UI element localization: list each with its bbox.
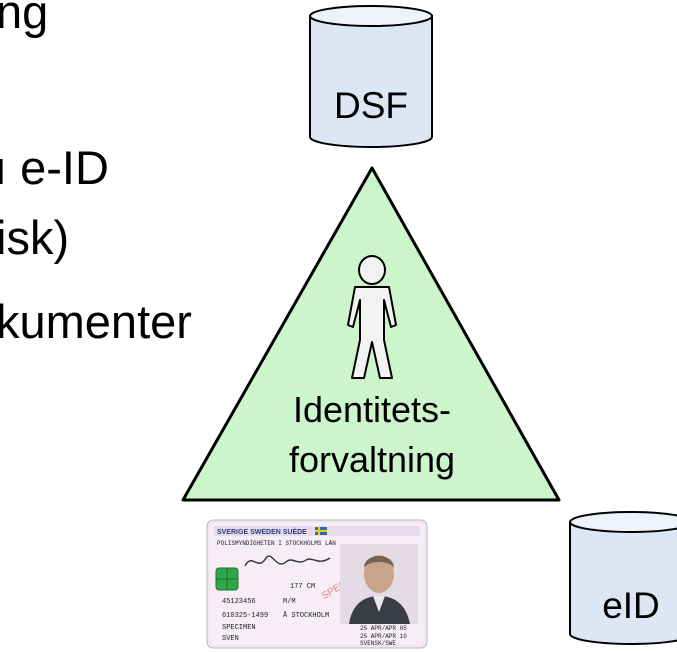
card-place: Å STOCKHOLM <box>283 611 329 620</box>
card-chip-icon <box>215 567 239 591</box>
bullet-text-line-2: ı e-ID <box>0 141 109 194</box>
card-personnummer: 610325-1499 <box>222 612 268 620</box>
card-height: 177 CM <box>290 583 315 591</box>
triangle-label-line-2: forvaltning <box>289 439 455 480</box>
card-nationality: SVENSK/SWE <box>360 640 396 647</box>
eid-label: eID <box>602 585 660 626</box>
bullet-text-line-3: isk) <box>0 211 70 264</box>
eid-database-icon <box>569 511 677 645</box>
card-expires: 25 APR/APR 10 <box>360 633 407 640</box>
portrait-photo <box>340 544 418 624</box>
person-icon <box>347 255 397 379</box>
card-number: 45123456 <box>222 598 256 606</box>
dsf-database-icon <box>309 5 433 148</box>
triangle-label-line-1: Identitets- <box>293 389 451 430</box>
bullet-text-line-1: ng <box>0 0 49 38</box>
id-card-image: SVERIGE SWEDEN SUÈDE POLISMYNDIGHETEN I … <box>206 519 428 649</box>
card-given-name: SVEN <box>222 635 239 643</box>
card-issued: 25 APR/APR 05 <box>360 625 407 632</box>
bullet-text-line-4: kumenter <box>0 295 192 348</box>
signature-image <box>244 555 331 567</box>
card-surname: SPECIMEN <box>222 624 256 632</box>
card-header: SVERIGE SWEDEN SUÈDE <box>217 527 307 536</box>
card-sex: M/M <box>283 598 296 606</box>
dsf-label: DSF <box>334 85 408 126</box>
card-issuer: POLISMYNDIGHETEN I STOCKHOLMS LÄN <box>217 540 336 547</box>
